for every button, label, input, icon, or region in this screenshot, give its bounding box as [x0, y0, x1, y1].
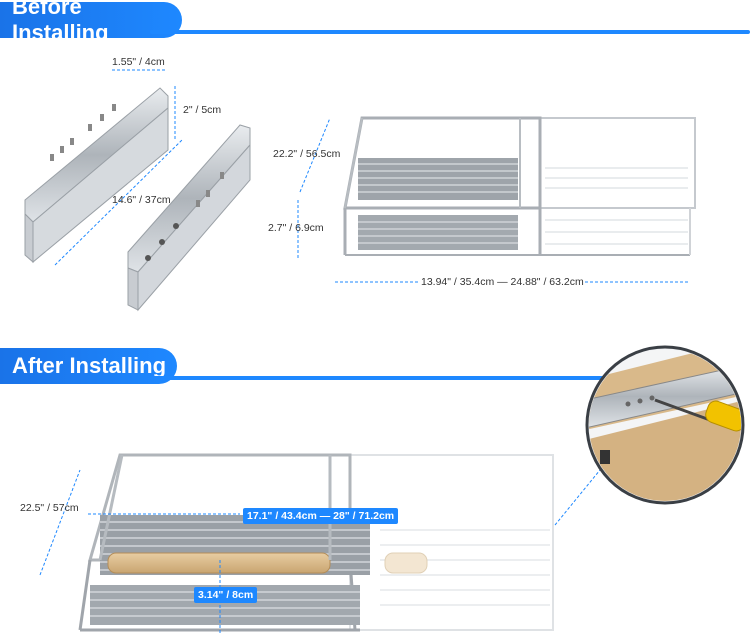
basket-depth-label: 22.2" / 56.5cm: [273, 148, 341, 160]
after-installing-underline: [150, 376, 620, 380]
basket-installed: [78, 453, 554, 632]
screw-detail-callout: [585, 345, 745, 505]
before-installing-title: Before Installing: [12, 0, 109, 45]
before-installing-underline: [150, 30, 750, 34]
basket-before: [343, 116, 696, 256]
installed-width-range-label: 17.1" / 43.4cm — 28" / 71.2cm: [243, 508, 399, 524]
basket-height-label: 2.7" / 6.9cm: [268, 222, 324, 234]
installed-depth-label: 22.5" / 57cm: [20, 502, 79, 514]
basket-dimension-lines: [297, 117, 690, 283]
slide-height-label: 2" / 5cm: [183, 104, 222, 116]
before-installing-header: Before Installing: [0, 0, 182, 45]
drawer-slide-right: [127, 124, 251, 312]
slide-dimension-lines: [54, 69, 183, 266]
basket-width-range-label: 13.94" / 35.4cm — 24.88" / 63.2cm: [421, 276, 584, 288]
drawer-slide-left: [24, 87, 169, 264]
handle-height-label: 3.14" / 8cm: [194, 587, 258, 603]
slide-width-label: 1.55" / 4cm: [112, 56, 165, 68]
slide-length-label: 14.6" / 37cm: [112, 194, 171, 206]
after-installing-title: After Installing: [12, 353, 167, 378]
after-installing-header: After Installing: [0, 348, 177, 384]
